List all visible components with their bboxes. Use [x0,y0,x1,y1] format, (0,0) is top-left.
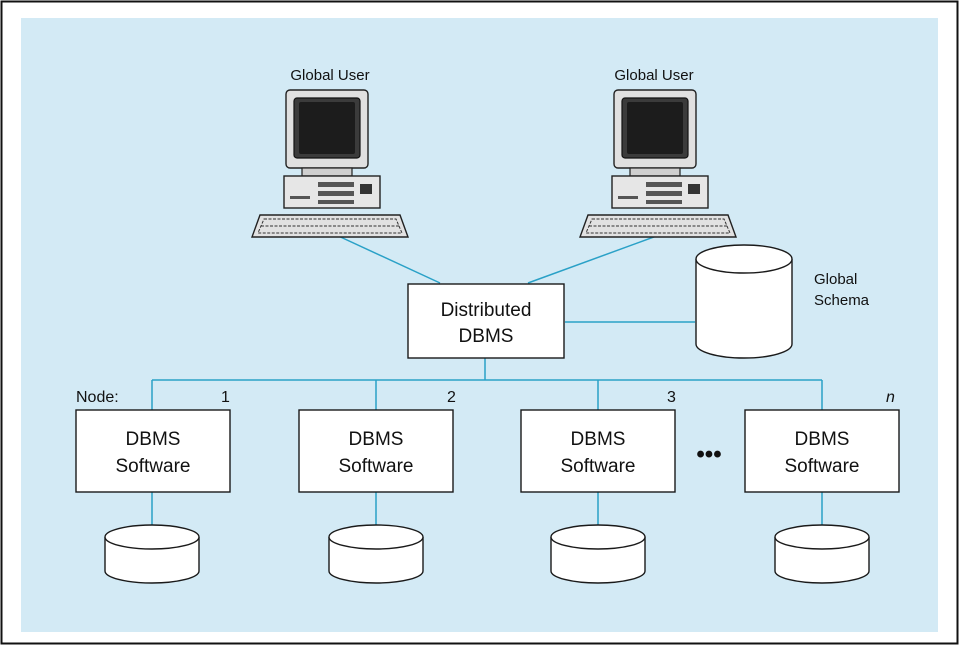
node-box-line1: DBMS [795,429,850,450]
global-user-label: Global User [614,67,693,84]
node-3: 3 DBMS Software [520,389,676,584]
node-box-line1: DBMS [571,429,626,450]
database-cylinder-icon [695,259,793,359]
distributed-dbms-line1: Distributed [441,300,532,321]
distributed-dbms-line2: DBMS [459,326,514,347]
distributed-dbms-box: Distributed DBMS [407,283,565,359]
global-user-label: Global User [290,67,369,84]
global-user-right: Global User [579,67,737,238]
node-box-line1: DBMS [349,429,404,450]
node-box-line2: Software [785,456,860,477]
global-schema-line1: Global [814,271,857,288]
node-box-line2: Software [339,456,414,477]
node-label: Node: [76,389,119,406]
connector-lines [151,233,823,525]
database-cylinder-icon [774,524,870,584]
node-number: 3 [667,389,676,406]
node-number: 1 [221,389,230,406]
node-box-line2: Software [116,456,191,477]
database-cylinder-icon [328,524,424,584]
ellipsis-more-nodes: ••• [696,441,721,468]
database-cylinder-icon [104,524,200,584]
node-number: 2 [447,389,456,406]
database-cylinder-icon [550,524,646,584]
node-2: 2 DBMS Software [298,389,456,584]
global-user-left: Global User [251,67,409,238]
node-1: 1 DBMS Software [75,389,231,584]
node-box-line1: DBMS [126,429,181,450]
global-schema: Global Schema [695,244,870,359]
global-schema-line2: Schema [814,292,870,309]
node-number: n [886,389,895,406]
node-box-line2: Software [561,456,636,477]
node-n: n DBMS Software [744,389,900,584]
